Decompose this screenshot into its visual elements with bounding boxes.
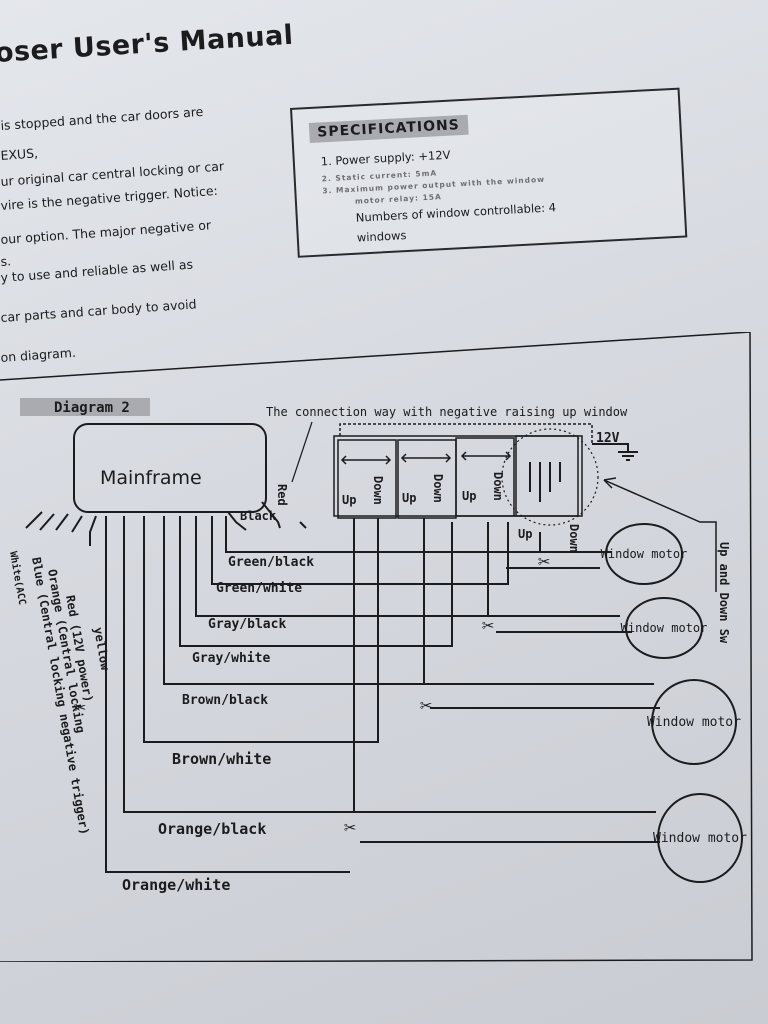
intro-line: our option. The major negative or: [0, 217, 212, 247]
intro-line: is stopped and the car doors are: [0, 103, 204, 133]
left-wire-label: White(ACC: [7, 550, 28, 605]
wiring-diagram: ✂ ✂ ✂ ✂ ✂ Diagram 2 The connection way w…: [0, 332, 753, 962]
wire-label: Green/black: [228, 555, 314, 570]
switch-up-label: Up: [342, 493, 356, 507]
switch-down-label: Down: [491, 472, 505, 501]
wire-label: Brown/black: [182, 693, 268, 708]
scissors-icon: ✂: [344, 815, 356, 839]
switch-down-label: Down: [371, 476, 385, 505]
intro-line: car parts and car body to avoid: [0, 296, 198, 325]
red-lead-label: Red: [275, 484, 289, 506]
window-motor-1: [605, 523, 683, 585]
intro-line: EXUS,: [0, 145, 39, 163]
spec-item: windows: [356, 228, 407, 245]
wire-label: Orange/white: [122, 876, 230, 894]
specifications-box: SPECIFICATIONS 1. Power supply: +12V 2. …: [290, 87, 688, 258]
mainframe-box: [73, 423, 267, 513]
wire-label: Brown/white: [172, 750, 271, 768]
spec-item: motor relay: 15A: [354, 192, 443, 206]
scissors-icon: ✂: [482, 613, 494, 637]
mainframe-label: Mainframe: [100, 467, 202, 489]
window-motor-2: [625, 597, 703, 659]
switch-down-label: Down: [431, 474, 445, 503]
motor-label: Window motor: [601, 547, 688, 561]
switch-up-label: Up: [402, 491, 416, 505]
scissors-icon: ✂: [538, 549, 550, 573]
intro-line: vire is the negative trigger. Notice:: [0, 182, 219, 213]
specifications-heading: SPECIFICATIONS: [308, 114, 469, 144]
motor-label: Window motor: [653, 831, 747, 846]
page-title: oser User's Manual: [0, 19, 295, 69]
scissors-icon: ✂: [74, 695, 86, 719]
wire-label: Gray/white: [192, 651, 270, 666]
window-motor-3: [651, 679, 737, 765]
switch-down-label: Down: [567, 524, 581, 553]
up-down-switch-label: Up and Down Sw: [717, 542, 731, 644]
diagram-caption: The connection way with negative raising…: [266, 405, 628, 419]
spec-item: 1. Power supply: +12V: [320, 147, 451, 169]
wire-label: Gray/black: [208, 617, 286, 632]
supply-label: 12V: [596, 431, 620, 446]
motor-label: Window motor: [647, 715, 741, 730]
diagram-label-bg: [20, 398, 150, 416]
intro-line: s.: [0, 253, 12, 269]
wire-label: Orange/black: [158, 820, 266, 838]
scissors-icon: ✂: [420, 693, 432, 717]
left-wire-label: yellow: [91, 626, 112, 672]
motor-label: Window motor: [621, 621, 708, 635]
black-lead-label: Black: [240, 509, 277, 523]
diagram-label: Diagram 2: [54, 400, 130, 416]
intro-line: y to use and reliable as well as: [0, 256, 194, 285]
window-motor-4: [657, 793, 743, 883]
switch-up-label: Up: [462, 489, 476, 503]
wire-label: Green/white: [216, 581, 302, 596]
switch-up-label: Up: [518, 527, 532, 541]
